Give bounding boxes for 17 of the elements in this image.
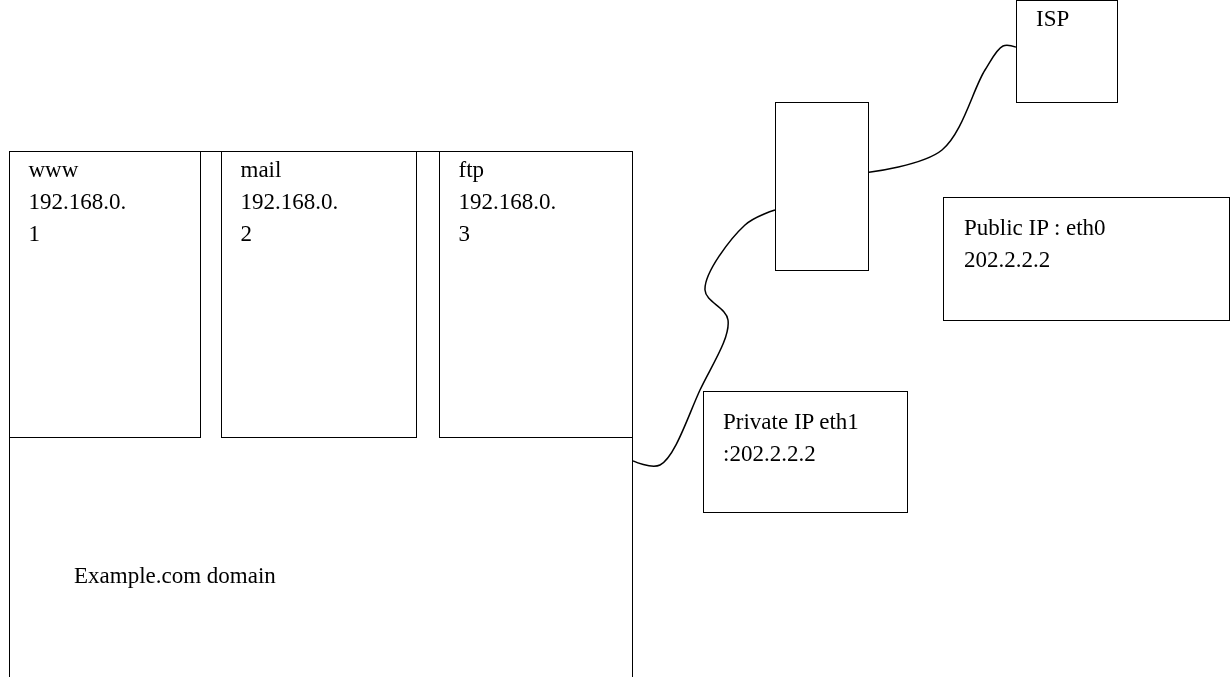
node-label: Example.com domain (74, 562, 277, 590)
node-box (1016, 0, 1118, 103)
node-label: www 192.168.0.1 (28, 155, 128, 248)
node-label: ISP (1036, 5, 1071, 33)
node-label: mail 192.168.0.2 (240, 155, 340, 248)
node-box (943, 197, 1230, 321)
node-box (438, 150, 633, 438)
node-box (8, 150, 201, 438)
connection-line (868, 44, 1017, 173)
node-label: Public IP : eth0 202.2.2.2 (964, 214, 1107, 274)
node-label: Private IP eth1 :202.2.2.2 (723, 408, 860, 468)
node-box (703, 391, 908, 513)
router-box (775, 102, 869, 271)
connection-line (632, 209, 776, 467)
node-box (220, 150, 417, 438)
domain-container (9, 151, 633, 677)
node-label: ftp 192.168.0.3 (458, 155, 558, 248)
